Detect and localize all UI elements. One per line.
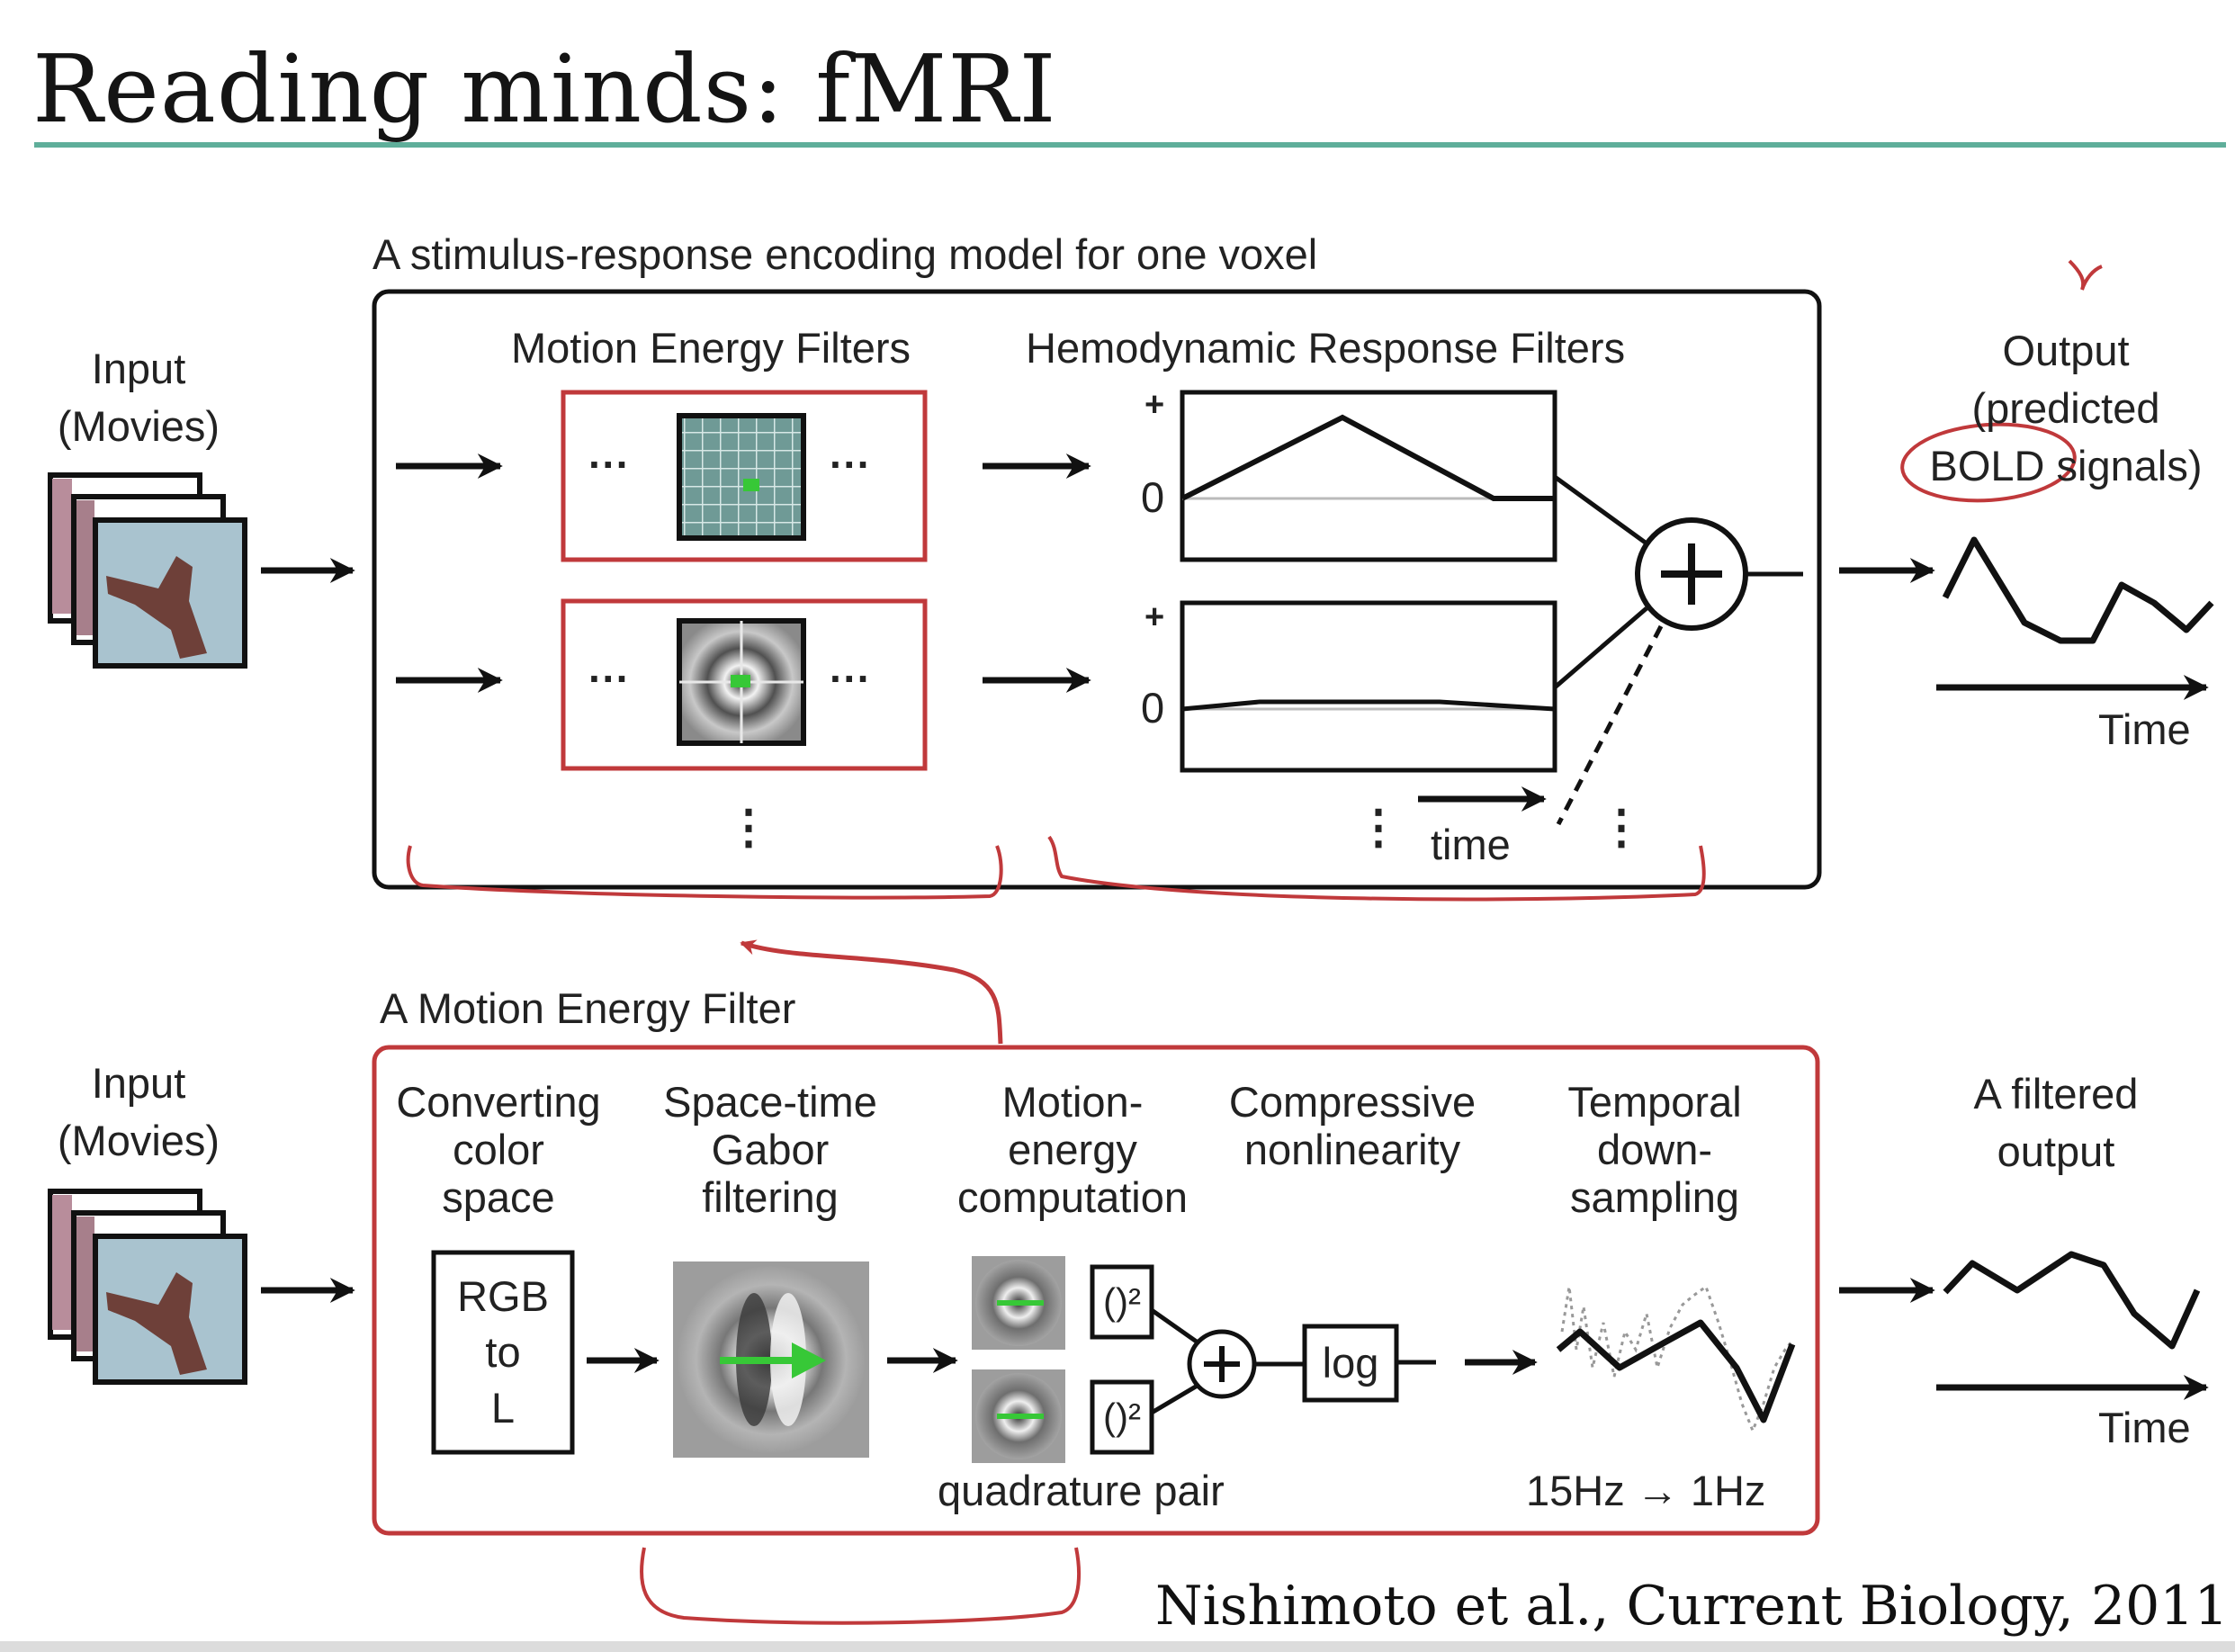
hrf-1-zero-label: 0	[1141, 473, 1165, 521]
rgb-to-l-box	[431, 1250, 575, 1455]
filtered-output-trace	[1943, 1251, 2201, 1350]
predicted-bold-trace	[1942, 536, 2214, 644]
connector-square-2-to-sum	[1150, 1381, 1202, 1415]
bird-icon	[106, 1272, 207, 1375]
connector-hrf-2	[1553, 606, 1648, 689]
annotation-brace-hrf	[1047, 835, 1706, 902]
stage-compressive-heading: Compressive nonlinearity	[1228, 1078, 1477, 1173]
input-movie-stack-top	[48, 472, 247, 669]
bird-icon	[106, 556, 207, 659]
title-underline	[34, 142, 2226, 148]
motion-energy-filter-frame	[372, 1045, 1820, 1536]
connector-square-1-to-sum	[1150, 1307, 1202, 1347]
motion-filter-box-2	[561, 598, 928, 771]
square-op-label-1: ()²	[1103, 1280, 1141, 1323]
hrf-2-plus-label: +	[1144, 598, 1165, 636]
bottom-output-label: A filtered output	[1973, 1070, 2139, 1175]
input-movie-stack-bottom	[48, 1189, 247, 1385]
hrf-plot-1	[1180, 390, 1557, 562]
rgb-to-l-label: RGB to L	[457, 1272, 549, 1432]
hrf-vertical-dots-left: ⋮	[1355, 802, 1402, 854]
log-label: log	[1322, 1339, 1379, 1387]
downsampled-signal-plot	[1556, 1284, 1796, 1435]
motion-filter-box-1	[561, 390, 928, 562]
encoding-model-frame	[372, 289, 1822, 890]
connector-hrf-more	[1556, 624, 1664, 826]
stage-gabor-heading: Space-time Gabor filtering	[663, 1078, 877, 1221]
bottom-edge-band	[0, 1641, 2235, 1652]
slide-title: Reading minds: fMRI	[32, 34, 1057, 144]
top-panel-caption: A stimulus-response encoding model for o…	[372, 230, 1318, 278]
annotation-checkmark	[2068, 259, 2103, 291]
hrf-vertical-dots-right: ⋮	[1598, 802, 1645, 854]
top-output-label: Output (predicted BOLD signals)	[1929, 327, 2203, 489]
motion-filter-grid-thumbnail	[677, 413, 806, 541]
filter-2-dots-left: ···	[588, 655, 630, 702]
stage-motion-energy-heading: Motion- energy computation	[956, 1078, 1189, 1221]
square-op-label-2: ()²	[1103, 1396, 1141, 1438]
hrf-2-zero-label: 0	[1141, 684, 1165, 732]
downsample-rate-label: 15Hz → 1Hz	[1526, 1467, 1766, 1514]
summation-node-top	[1635, 517, 1748, 631]
gabor-filter-image	[673, 1261, 869, 1458]
stage-downsampling-heading: Temporal down- sampling	[1567, 1078, 1742, 1221]
bottom-output-time-label: Time	[2098, 1404, 2191, 1451]
citation: Nishimoto et al., Current Biology, 2011	[1155, 1575, 2229, 1638]
top-input-label: Input (Movies)	[57, 345, 220, 450]
quadrature-pair-label: quadrature pair	[938, 1467, 1225, 1514]
filter-1-dots-right: ···	[830, 441, 871, 488]
hrf-plot-2	[1180, 600, 1557, 773]
motion-filters-heading: Motion Energy Filters	[511, 324, 911, 372]
hrf-1-plus-label: +	[1144, 386, 1165, 424]
summation-node-bottom	[1187, 1329, 1257, 1399]
connector-hrf-1	[1553, 474, 1648, 546]
filter-2-dots-right: ···	[830, 655, 871, 702]
filter-1-dots-left: ···	[588, 441, 630, 488]
top-output-time-label: Time	[2098, 705, 2191, 753]
bottom-input-label: Input (Movies)	[57, 1059, 220, 1164]
square-op-box-1	[1090, 1264, 1154, 1340]
square-op-box-2	[1090, 1379, 1154, 1455]
filters-vertical-dots: ⋮	[725, 802, 772, 854]
annotation-brace-bottom	[640, 1547, 1082, 1625]
annotation-bold-circle	[1900, 422, 2077, 503]
motion-filter-gabor-thumbnail	[677, 618, 806, 746]
stage-converting-color-heading: Converting color space	[396, 1078, 601, 1221]
annotation-brace-filters	[406, 845, 1003, 900]
time-label: time	[1431, 821, 1511, 868]
bottom-panel-caption: A Motion Energy Filter	[380, 984, 796, 1032]
quadrature-gabor-1	[972, 1256, 1065, 1350]
annotation-arrow-to-filters	[740, 939, 1003, 1045]
quadrature-gabor-2	[972, 1369, 1065, 1463]
hemodynamic-heading: Hemodynamic Response Filters	[1026, 324, 1626, 372]
